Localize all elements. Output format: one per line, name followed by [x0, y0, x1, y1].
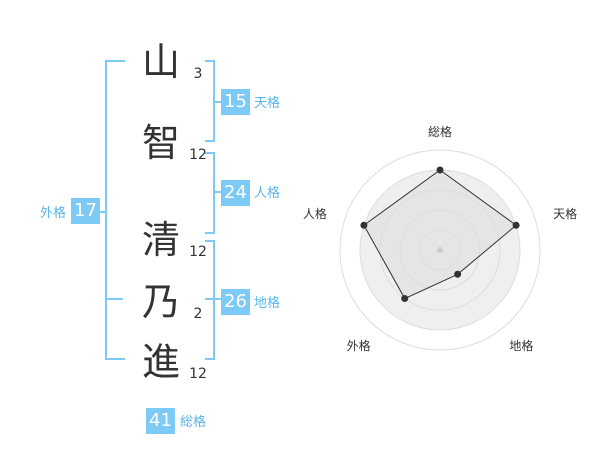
tenkaku-badge: 15 [221, 89, 250, 115]
radar-point-4 [401, 295, 409, 303]
radar-point-1 [436, 166, 444, 174]
name-char-2: 智 [141, 121, 180, 165]
name-char-5: 進 [141, 340, 180, 384]
radar-axis-label-2: 天格 [553, 206, 577, 221]
jinkaku-label: 人格 [254, 186, 281, 201]
chikaku-badge: 26 [221, 289, 250, 315]
chikaku-bracket-tick [205, 298, 213, 300]
gaikaku-bracket [105, 60, 125, 360]
radar-point-2 [512, 221, 520, 229]
jinkaku-bracket [205, 152, 215, 234]
radar-axis-label-3: 地格 [509, 338, 533, 353]
gaikaku-bracket-tick [105, 298, 123, 300]
stroke-count-3: 12 [189, 244, 207, 260]
tenkaku-label: 天格 [254, 96, 281, 111]
radar-point-5 [360, 221, 368, 229]
soukaku-label: 総格 [180, 415, 207, 430]
radar-polygon [363, 169, 517, 300]
gaikaku-label: 外格 [40, 206, 67, 221]
tenkaku-bracket-stem [213, 101, 221, 103]
radar-point-3 [454, 270, 462, 278]
jinkaku-bracket-stem [213, 191, 221, 193]
stroke-count-2: 12 [189, 147, 207, 163]
chikaku-label: 地格 [254, 296, 281, 311]
stroke-count-1: 3 [193, 66, 203, 82]
stroke-count-4: 2 [193, 306, 203, 322]
radar-center [437, 247, 443, 253]
name-char-3: 清 [141, 218, 180, 262]
gaikaku-bracket-stem [97, 211, 105, 213]
chikaku-bracket [205, 240, 215, 360]
jinkaku-badge: 24 [221, 180, 250, 206]
radar-axis-label-4: 外格 [347, 338, 371, 353]
name-char-1: 山 [141, 40, 180, 84]
radar-axis-label-5: 人格 [303, 206, 327, 221]
stroke-count-5: 12 [189, 366, 207, 382]
radar-axis-label-1: 総格 [428, 124, 452, 139]
gaikaku-badge: 17 [71, 198, 100, 224]
chikaku-bracket-stem [213, 298, 221, 300]
name-char-4: 乃 [141, 280, 180, 324]
soukaku-badge: 41 [146, 408, 175, 434]
